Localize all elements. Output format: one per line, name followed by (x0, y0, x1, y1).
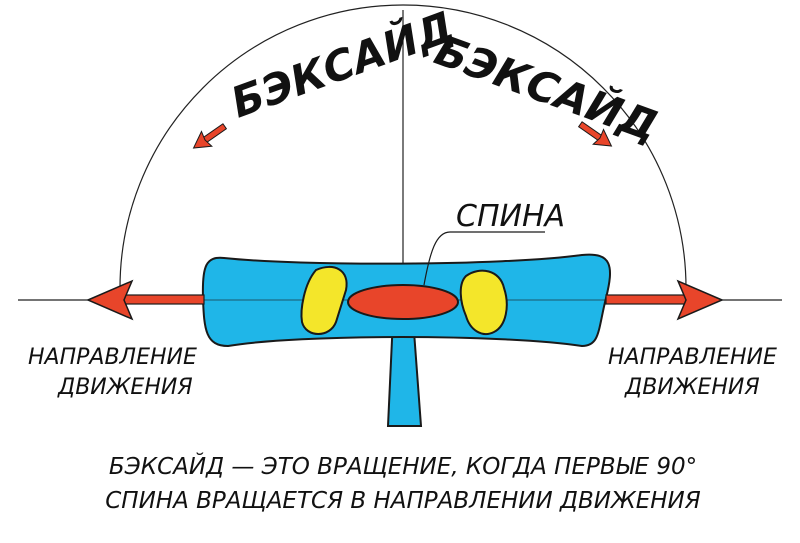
back-label: СПИНА (456, 199, 565, 234)
caption-line2: СПИНА ВРАЩАЕТСЯ В НАПРАВЛЕНИИ ДВИЖЕНИЯ (105, 488, 701, 514)
back-marker (347, 284, 459, 320)
direction-left-line2: ДВИЖЕНИЯ (57, 375, 193, 400)
left-rotation-arrow (192, 123, 228, 149)
right-direction-arrow (605, 279, 724, 321)
direction-right-line1: НАПРАВЛЕНИЕ (608, 345, 777, 370)
caption-line1: БЭКСАЙД — ЭТО ВРАЩЕНИЕ, КОГДА ПЕРВЫЕ 90° (109, 452, 697, 480)
right-rotation-arrow (577, 121, 613, 147)
direction-left-line1: НАПРАВЛЕНИЕ (28, 345, 197, 370)
left-binding (300, 265, 348, 335)
back-leader-line (423, 231, 545, 286)
direction-right-line2: ДВИЖЕНИЯ (624, 375, 760, 400)
left-direction-arrow (86, 279, 205, 321)
backside-label-left: БЭКСАЙД (224, 1, 460, 128)
right-binding (459, 269, 508, 335)
rotation-arc (119, 4, 687, 289)
